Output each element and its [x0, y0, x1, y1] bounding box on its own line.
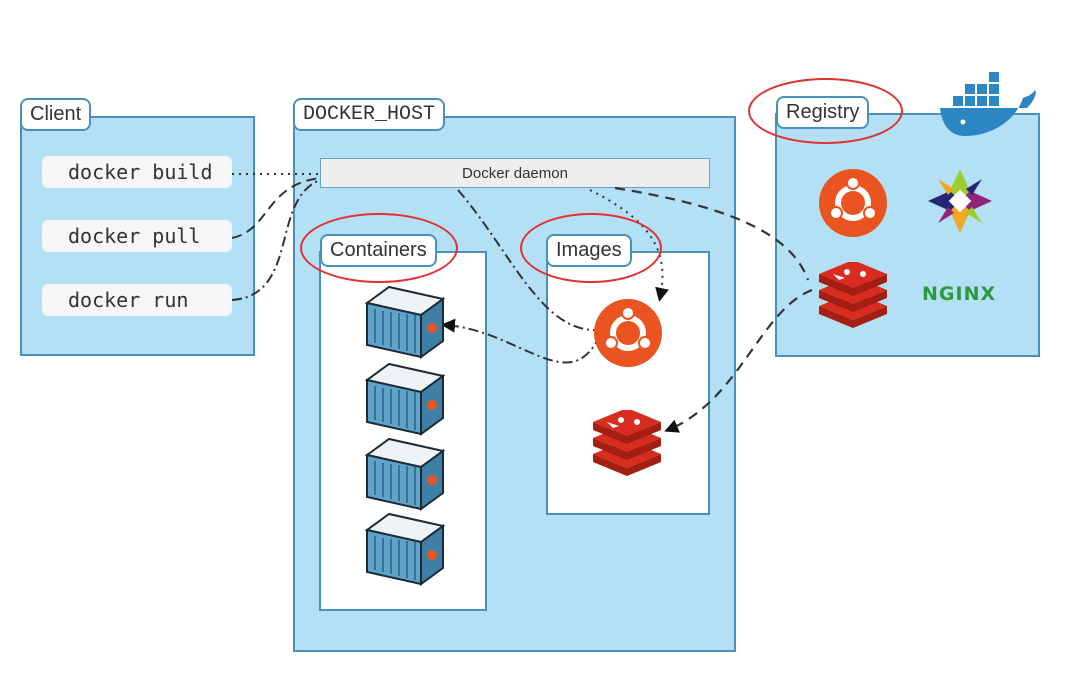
container-icon: [365, 437, 445, 511]
ubuntu-image-icon: [594, 299, 662, 367]
ubuntu-icon: [819, 169, 887, 237]
images-highlight-oval: [520, 213, 662, 283]
containers-highlight-oval: [300, 213, 458, 283]
centos-icon: [928, 169, 992, 233]
nginx-logo: NGINX: [922, 283, 997, 305]
docker-daemon-bar: Docker daemon: [320, 158, 710, 188]
image-to-container-line: [441, 318, 601, 364]
run-line: [231, 179, 321, 301]
redis-image-icon: [593, 410, 661, 476]
daemon-registry-line: [614, 186, 810, 281]
client-title: Client: [20, 98, 92, 131]
redis-icon: [819, 262, 887, 328]
docker-pull-command: docker pull: [42, 220, 232, 252]
docker-whale-icon: [940, 72, 1036, 136]
docker-run-command: docker run: [42, 284, 232, 316]
container-icon: [365, 362, 445, 436]
docker-host-title: DOCKER_HOST: [293, 98, 446, 131]
registry-panel: [775, 113, 1040, 357]
container-icon: [365, 285, 445, 359]
container-icon: [365, 512, 445, 586]
daemon-run-line: [457, 189, 596, 331]
registry-to-image-line: [664, 288, 813, 433]
pull-line: [231, 177, 321, 239]
registry-highlight-oval: [748, 78, 903, 144]
docker-build-command: docker build: [42, 156, 232, 188]
